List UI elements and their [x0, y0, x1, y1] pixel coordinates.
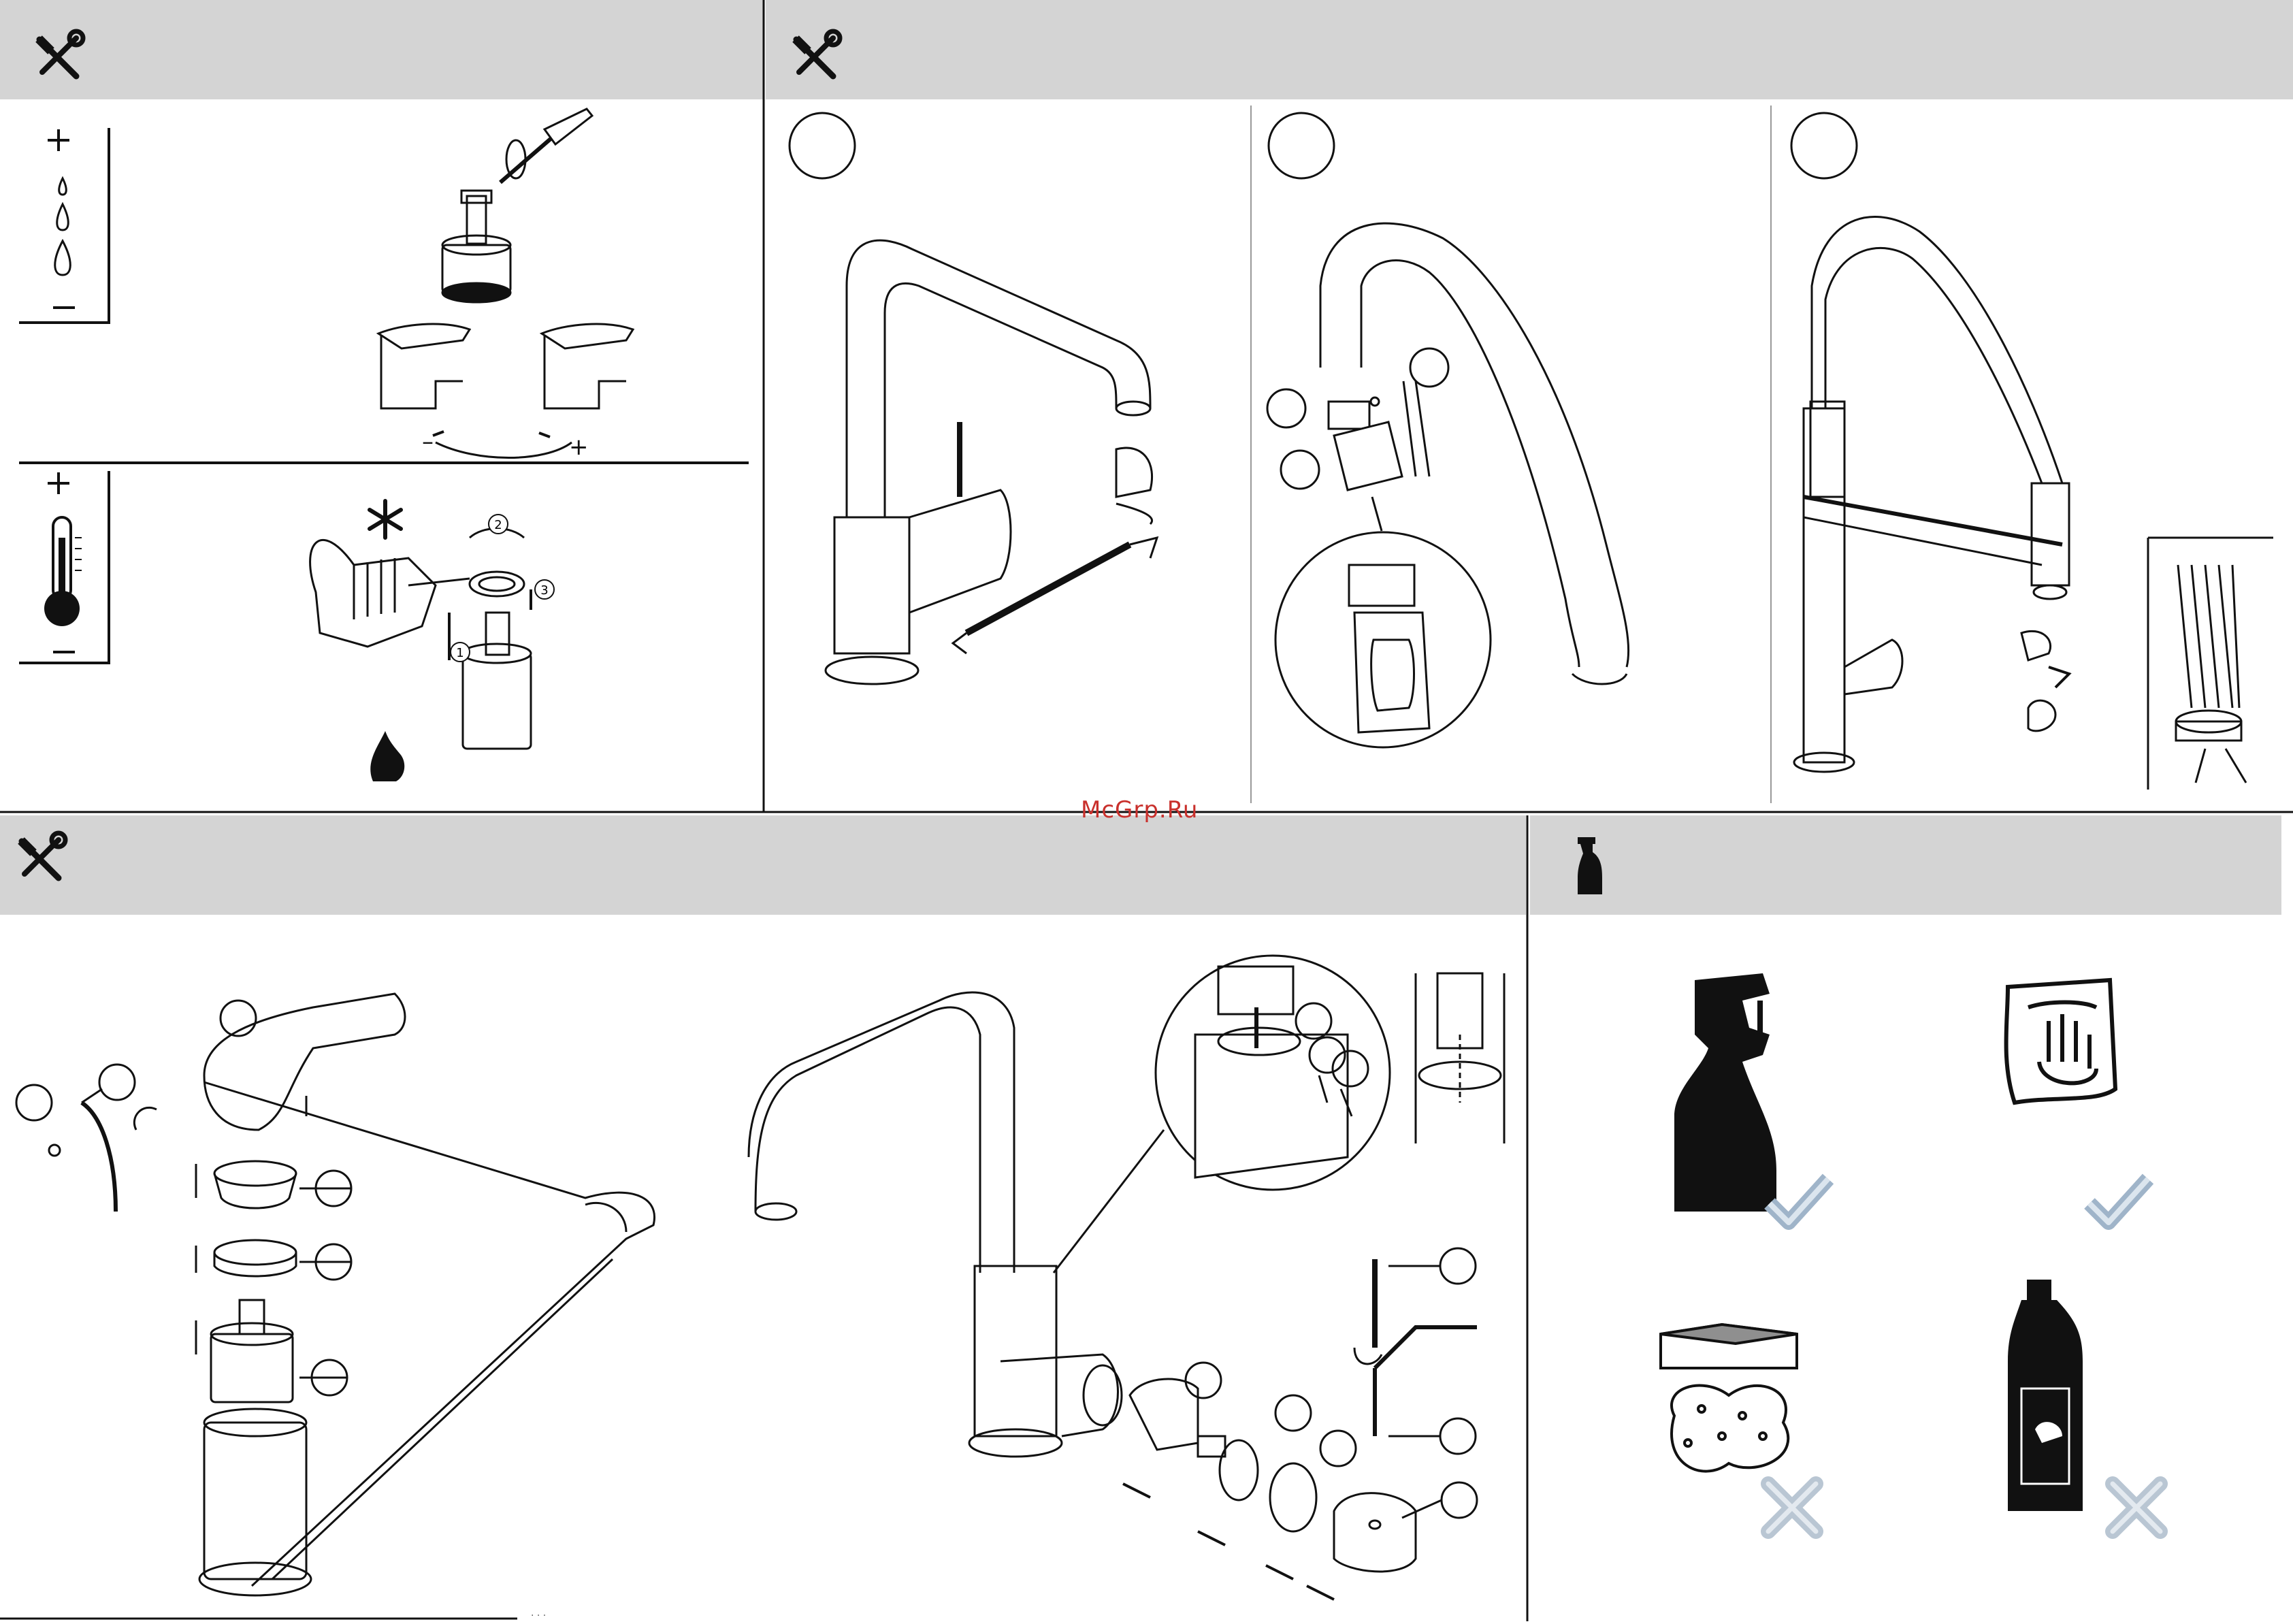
variant-circle-c — [1791, 113, 1857, 178]
page-caption: · · · — [531, 1610, 546, 1621]
soft-cloth-illustration — [2006, 980, 2116, 1103]
flame-icon — [370, 731, 404, 781]
cartridge-screwdriver-drawing — [442, 109, 592, 302]
top-left-header — [0, 0, 764, 99]
not-allowed-cross-icon — [2113, 1484, 2160, 1531]
bottom-right-header — [1530, 815, 2281, 915]
faucet-c-drawing — [1794, 217, 2273, 790]
variant-circle-a — [790, 113, 855, 178]
flow-legend — [19, 128, 109, 323]
allowed-check-icon — [1770, 1179, 1828, 1222]
step-3-label: 3 — [540, 583, 548, 598]
step-2-label: 2 — [494, 518, 502, 532]
not-allowed-cross-icon — [1768, 1484, 1816, 1531]
temperature-legend — [19, 471, 109, 663]
variant-circle-b — [1269, 113, 1334, 178]
faucet-a-drawing — [826, 240, 1157, 684]
top-right-header — [766, 0, 2293, 99]
abrasive-chemical-bottle-illustration — [2008, 1280, 2083, 1511]
temperature-limiter-drawing — [310, 529, 531, 749]
snowflake-icon — [370, 501, 401, 538]
allowed-check-icon — [2089, 1179, 2148, 1222]
bottom-left-header — [0, 815, 1526, 915]
mixer-adjust-drawing — [378, 324, 633, 457]
scouring-sponge-illustration — [1661, 1325, 1797, 1472]
exploded-faucet-single-lever — [16, 994, 655, 1595]
plus-label: + — [569, 434, 589, 461]
exploded-faucet-side-lever — [749, 956, 1504, 1599]
watermark-text: McGrp.Ru — [1081, 796, 1198, 824]
spray-cleaner-illustration — [1674, 973, 1776, 1212]
faucet-b-drawing — [1267, 223, 1629, 747]
minus-label: – — [422, 428, 434, 455]
step-1-label: 1 — [456, 646, 464, 660]
